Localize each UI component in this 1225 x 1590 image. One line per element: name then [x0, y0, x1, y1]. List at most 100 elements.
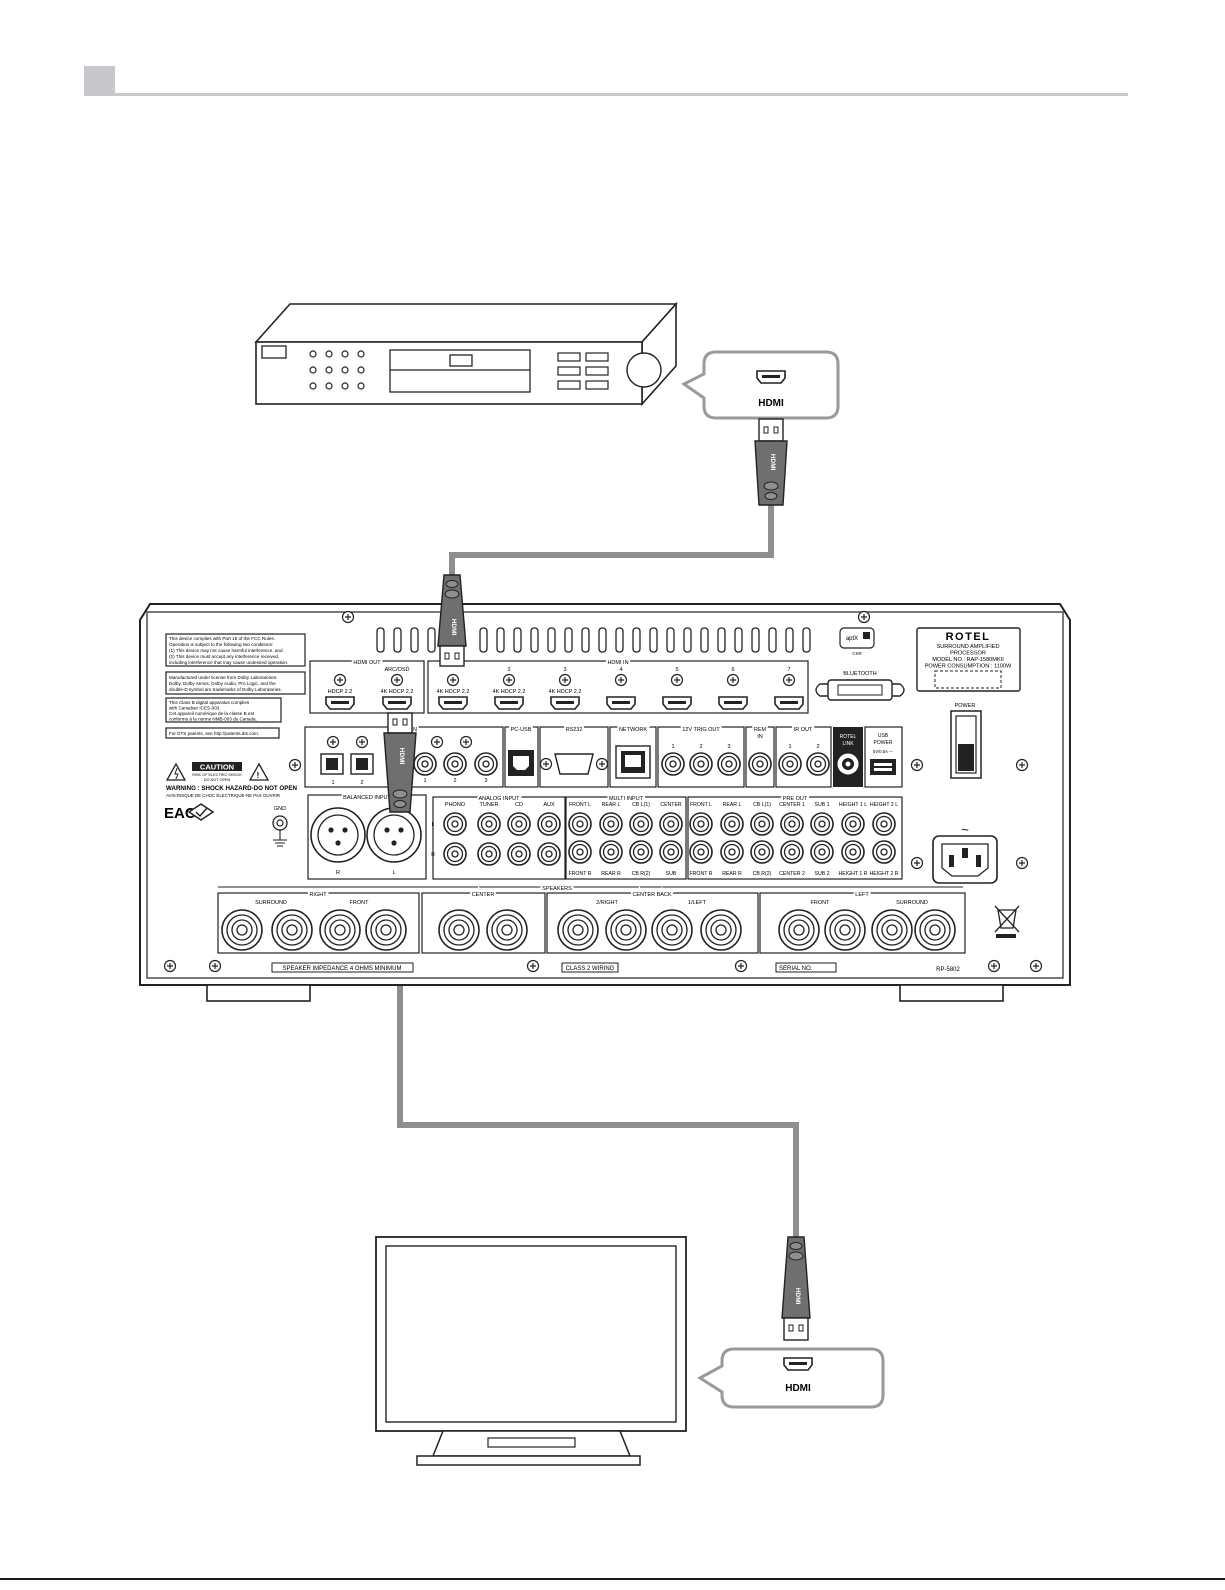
- svg-text:FRONT R: FRONT R: [569, 871, 592, 877]
- svg-text:CAUTION: CAUTION: [200, 763, 234, 772]
- svg-text:This device complies with Part: This device complies with Part 15 of the…: [169, 636, 288, 665]
- svg-text:~: ~: [961, 822, 969, 837]
- svg-text:POWER: POWER: [955, 703, 976, 709]
- svg-text:HDCP 2.2: HDCP 2.2: [328, 689, 353, 695]
- power-switch: POWER: [950, 703, 982, 779]
- svg-text:PHONO: PHONO: [445, 802, 466, 808]
- svg-text:GND: GND: [274, 806, 286, 812]
- svg-text:REAR L: REAR L: [723, 802, 742, 808]
- rcm-mark-icon: [187, 803, 215, 821]
- svg-text:!: !: [257, 771, 260, 780]
- svg-text:CENTER 1: CENTER 1: [779, 802, 805, 808]
- ground-terminal: GND: [272, 806, 288, 847]
- av-receiver-rear-panel: This device complies with Part 15 of the…: [139, 603, 1071, 1002]
- svg-text:7: 7: [787, 667, 790, 673]
- vent-slots: [376, 627, 811, 653]
- svg-text:HDMI IN: HDMI IN: [607, 660, 628, 666]
- svg-text:REAR L: REAR L: [602, 802, 621, 808]
- hdmi-in-port-5: [662, 696, 692, 710]
- hdmi-out-port-2: [382, 696, 412, 710]
- svg-text:FRONT: FRONT: [350, 900, 370, 906]
- svg-text:2: 2: [360, 780, 363, 786]
- hdmi-in-port-3: [550, 696, 580, 710]
- hdmi-in-port-4: [606, 696, 636, 710]
- svg-text:MODEL NO.: RAP-1580MKII: MODEL NO.: RAP-1580MKII: [932, 657, 1004, 663]
- svg-text:CB L(1): CB L(1): [753, 802, 771, 808]
- balanced-input: BALANCED INPUT R L: [307, 793, 427, 880]
- svg-text:3: 3: [727, 744, 730, 750]
- svg-text:HEIGHT 1 R: HEIGHT 1 R: [838, 871, 867, 877]
- svg-text:CENTER: CENTER: [472, 892, 495, 898]
- svg-text:RP-5802: RP-5802: [936, 967, 960, 973]
- source-hdmi-callout: HDMI: [681, 350, 840, 420]
- svg-text:HDMI: HDMI: [398, 748, 405, 765]
- svg-text:3: 3: [484, 778, 487, 784]
- svg-text:SPEAKERS: SPEAKERS: [542, 886, 572, 892]
- svg-text:REAR R: REAR R: [722, 871, 742, 877]
- hdmi-callout-label: HDMI: [785, 1383, 811, 1394]
- svg-text:BLUETOOTH: BLUETOOTH: [843, 671, 877, 677]
- hdmi-plug-tv-end: HDMI: [781, 1236, 811, 1341]
- svg-text:SERIAL NO.: SERIAL NO.: [779, 966, 813, 972]
- svg-text:4K HDCP 2.2: 4K HDCP 2.2: [437, 689, 470, 695]
- tv-hdmi-callout: HDMI: [697, 1347, 885, 1409]
- svg-text:REM: REM: [754, 727, 767, 733]
- svg-text:R: R: [431, 852, 435, 858]
- xlr-r-port: [310, 807, 366, 863]
- page-bottom-rule: [0, 1578, 1225, 1580]
- svg-text:ROTEL: ROTEL: [840, 734, 857, 740]
- svg-text:2/RIGHT: 2/RIGHT: [596, 900, 618, 906]
- svg-text:TUNER: TUNER: [480, 802, 499, 808]
- page-tab-marker: [84, 66, 115, 96]
- svg-text:PROCESSOR: PROCESSOR: [950, 651, 986, 657]
- svg-text:2: 2: [699, 744, 702, 750]
- hdmi-in-section: HDMI IN 2 3 4 5 6 7 4K HDCP 2.2 4K HDCP …: [427, 658, 809, 714]
- svg-text:SUB 1: SUB 1: [815, 802, 830, 808]
- pre-out: PRE OUT FRONT L REAR L CB L(1) CENTER 1 …: [687, 794, 903, 880]
- svg-text:2: 2: [453, 778, 456, 784]
- svg-text:5V/0.5A ---: 5V/0.5A ---: [873, 749, 894, 754]
- svg-text:SURROUND: SURROUND: [896, 900, 928, 906]
- svg-text:IR OUT: IR OUT: [794, 727, 813, 733]
- page-header-rule: [115, 93, 1128, 96]
- eac-mark: EAC: [164, 805, 196, 822]
- source-player: [254, 301, 678, 407]
- svg-text:CENTER: CENTER: [660, 802, 682, 808]
- svg-text:RIGHT: RIGHT: [309, 892, 327, 898]
- hdmi-port-icon: [756, 370, 786, 384]
- hdmi-in-port-1: [438, 696, 468, 710]
- hdmi-in-port-7: [774, 696, 804, 710]
- ac-power-inlet: ~: [932, 822, 998, 884]
- svg-text:SURROUND: SURROUND: [255, 900, 287, 906]
- svg-text:FRONT: FRONT: [811, 900, 831, 906]
- svg-text:aptX: aptX: [846, 636, 858, 642]
- svg-text:BALANCED INPUT: BALANCED INPUT: [343, 795, 391, 801]
- svg-text:ARC/OSD: ARC/OSD: [384, 667, 409, 673]
- svg-text:1: 1: [671, 744, 674, 750]
- svg-text:SPEAKER IMPEDANCE 4 OHMS MINIM: SPEAKER IMPEDANCE 4 OHMS MINIMUM: [282, 966, 401, 972]
- svg-text:PC-USB: PC-USB: [511, 727, 532, 733]
- svg-text:R: R: [336, 870, 340, 876]
- svg-text:4K HDCP 2.2: 4K HDCP 2.2: [381, 689, 414, 695]
- svg-text:SURROUND AMPLIFIED: SURROUND AMPLIFIED: [936, 644, 999, 650]
- svg-text:HEIGHT 1 L: HEIGHT 1 L: [839, 802, 867, 808]
- hdmi-plug-receiver-out: HDMI: [437, 574, 467, 667]
- rear-footer-labels: SPEAKER IMPEDANCE 4 OHMS MINIMUM CLASS 2…: [163, 959, 1043, 973]
- svg-text:WARNING : SHOCK HAZARD-DO NOT: WARNING : SHOCK HAZARD-DO NOT OPEN: [166, 785, 297, 792]
- svg-text:2: 2: [507, 667, 510, 673]
- svg-text:6: 6: [731, 667, 734, 673]
- svg-text:RS232: RS232: [566, 727, 583, 733]
- svg-text:CB R(2): CB R(2): [753, 871, 772, 877]
- svg-text:USB: USB: [878, 733, 889, 739]
- svg-text:AVIS:RISQUE DE CHOC ÉLECTRIQUE: AVIS:RISQUE DE CHOC ÉLECTRIQUE-NE PAS OU…: [166, 793, 280, 798]
- svg-text:1: 1: [788, 744, 791, 750]
- nameplate: ROTEL SURROUND AMPLIFIED PROCESSOR MODEL…: [916, 627, 1021, 692]
- svg-text:LINK: LINK: [842, 741, 854, 747]
- svg-text:5: 5: [675, 667, 678, 673]
- svg-text:12V TRIG OUT: 12V TRIG OUT: [682, 727, 720, 733]
- analog-input: ANALOG INPUT PHONO TUNER CD AUX L R: [431, 794, 566, 880]
- hdmi-out-port-1: [325, 696, 355, 710]
- svg-text:This Class B digital apparatus: This Class B digital apparatus complies …: [169, 700, 257, 722]
- svg-text:CENTER BACK: CENTER BACK: [632, 892, 671, 898]
